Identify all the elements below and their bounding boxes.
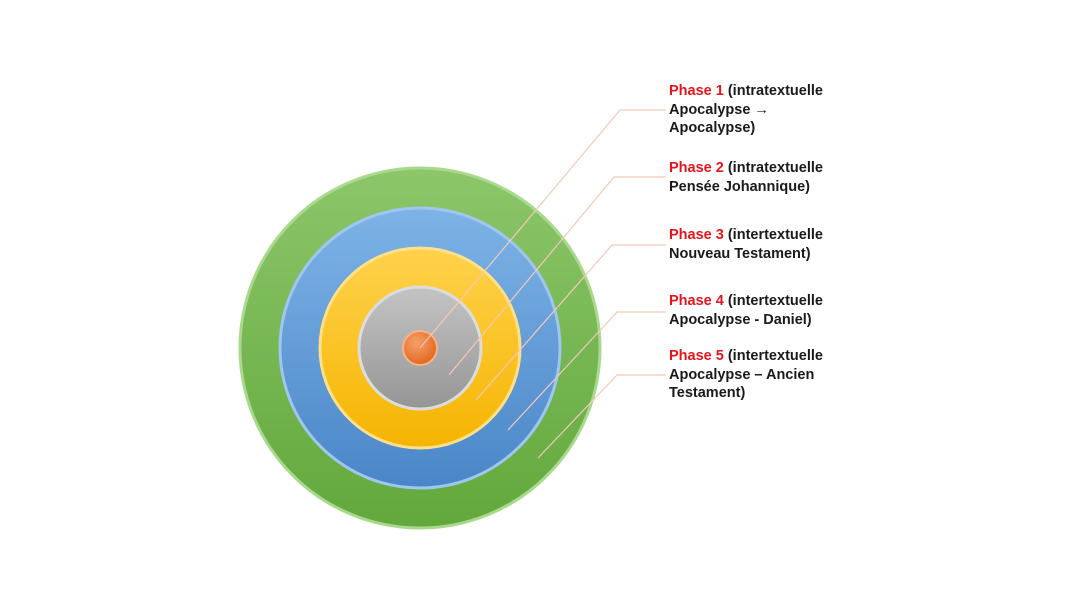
label-phase-5: Phase 5 (intertextuelle Apocalypse – Anc… bbox=[669, 347, 869, 403]
leader-line-phase-4 bbox=[507, 311, 666, 431]
phase-5-line-2: Apocalypse – Ancien bbox=[669, 366, 815, 383]
leader-line-phase-5 bbox=[537, 374, 666, 459]
phase-5-line-3: Testament) bbox=[669, 385, 746, 401]
leader-line-phase-2 bbox=[448, 176, 666, 376]
phase-1-line-2: Apocalypse → bbox=[669, 101, 769, 118]
phase-5-name: Phase 5 bbox=[669, 348, 724, 364]
phase-2-line-1: (intratextuelle bbox=[723, 160, 823, 176]
label-phase-3: Phase 3 (intertextuelle Nouveau Testamen… bbox=[669, 226, 869, 263]
phase-4-line-2: Apocalypse - Daniel) bbox=[669, 311, 812, 328]
leader-line-phase-3 bbox=[475, 244, 666, 401]
phase-1-name: Phase 1 bbox=[669, 83, 724, 99]
phase-2-name: Phase 2 bbox=[669, 160, 724, 176]
phase-3-line-1: (intertextuelle bbox=[723, 227, 823, 243]
phase-5-line-1: (intertextuelle bbox=[723, 348, 823, 364]
label-phase-1: Phase 1 (intratextuelle Apocalypse → Apo… bbox=[669, 82, 869, 138]
phase-3-name: Phase 3 bbox=[669, 227, 724, 243]
phase-1-line-3: Apocalypse) bbox=[669, 120, 756, 136]
label-phase-2: Phase 2 (intratextuelle Pensée Johanniqu… bbox=[669, 159, 869, 196]
phase-4-name: Phase 4 bbox=[669, 293, 724, 309]
phase-1-line-1: (intratextuelle bbox=[723, 83, 823, 99]
phase-2-line-2: Pensée Johannique) bbox=[669, 178, 811, 195]
phase-4-line-1: (intertextuelle bbox=[723, 293, 823, 309]
label-phase-4: Phase 4 (intertextuelle Apocalypse - Dan… bbox=[669, 292, 869, 329]
phase-3-line-2: Nouveau Testament) bbox=[669, 245, 811, 262]
leader-line-phase-1 bbox=[419, 109, 666, 349]
